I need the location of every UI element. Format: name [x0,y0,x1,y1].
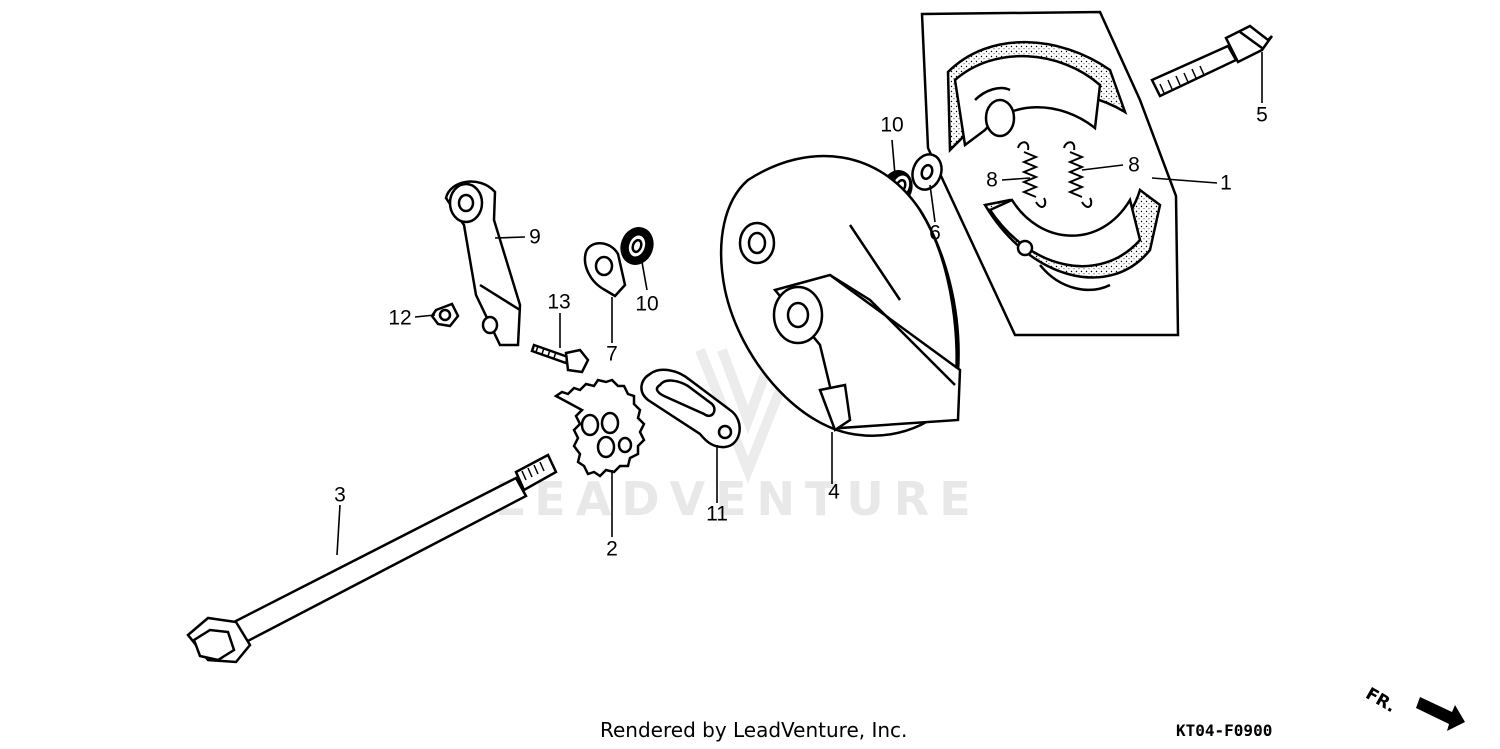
callout-13: 13 [547,290,571,314]
callout-10-upper: 10 [880,113,904,137]
adjuster-plate [553,378,646,478]
stopper-arm [444,180,522,347]
leader-lines [336,52,1263,556]
brake-shoe-set [920,10,1180,337]
axle [186,453,558,664]
callout-7: 7 [606,342,618,366]
adjuster-shim [640,368,741,449]
brake-panel [719,154,962,437]
callout-6: 6 [929,221,941,245]
bolt [530,343,590,374]
watermark-text: LEADVENTURE [495,472,981,526]
diagram-code: KT04-F0900 [1176,721,1273,740]
callout-4: 4 [828,480,840,504]
collar [583,242,627,298]
callout-8-left: 8 [986,168,998,192]
dust-seal-lower [620,227,654,265]
spring-left [1017,141,1047,208]
callout-5: 5 [1256,103,1268,127]
callout-12: 12 [388,306,412,330]
direction-arrow-icon [1416,697,1465,731]
washer-upper [911,153,943,191]
callout-11: 11 [706,502,728,526]
callout-2: 2 [606,537,618,561]
flange-nut [430,302,460,328]
footer-credit: Rendered by LeadVenture, Inc. [600,718,908,742]
spring-right [1063,141,1093,208]
callout-9: 9 [529,225,541,249]
callout-1: 1 [1220,171,1232,195]
callout-8-right: 8 [1128,153,1140,177]
brake-cam [1150,24,1274,98]
callout-3: 3 [334,483,346,507]
callout-10-lower: 10 [635,292,659,316]
